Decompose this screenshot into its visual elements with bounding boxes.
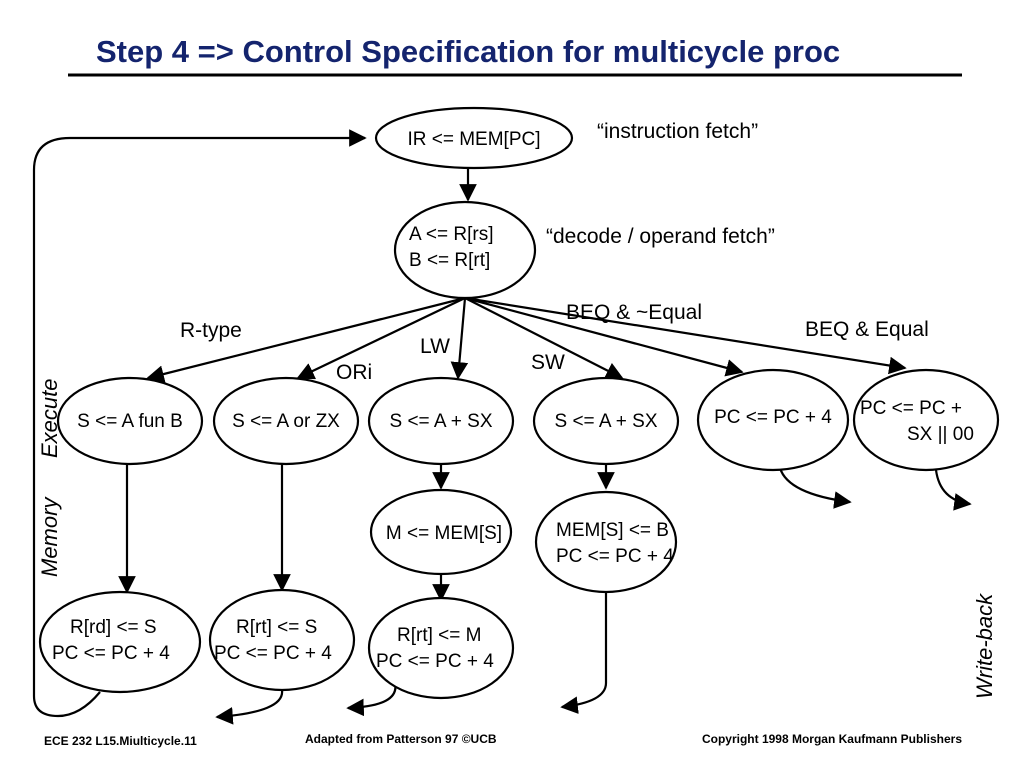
- state-decode: A <= R[rs] B <= R[rt]: [393, 200, 537, 300]
- state-lw-execute: S <= A + SX: [367, 376, 515, 466]
- state-text: R[rt] <= S: [236, 617, 317, 638]
- edges: [32, 129, 972, 725]
- branch-label-lw: LW: [420, 335, 450, 358]
- edge-decode-beq-ne: [464, 296, 744, 377]
- edge-sw-return: [560, 590, 608, 714]
- state-ori-writeback: R[rt] <= S PC <= PC + 4: [208, 588, 356, 692]
- phase-label-memory: Memory: [37, 496, 62, 577]
- branch-label-ori: ORi: [336, 361, 372, 384]
- state-text: MEM[S] <= B: [556, 520, 669, 541]
- phase-label-execute: Execute: [37, 379, 62, 459]
- state-sw-execute: S <= A + SX: [532, 376, 680, 466]
- state-ori-execute: S <= A or ZX: [212, 376, 360, 466]
- footer-course: ECE 232 L15.Miulticycle.11: [44, 734, 197, 748]
- state-text: M <= MEM[S]: [386, 523, 502, 544]
- state-text: B <= R[rt]: [409, 250, 490, 271]
- state-beq-equal: PC <= PC + SX || 00: [852, 368, 1000, 472]
- footer-credit: Adapted from Patterson 97 ©UCB: [305, 732, 497, 746]
- edge-decode-ori: [296, 297, 466, 380]
- edge-lw-return: [346, 682, 397, 717]
- states: IR <= MEM[PC] A <= R[rs] B <= R[rt] S <=…: [38, 106, 1000, 700]
- state-text: R[rt] <= M: [397, 625, 481, 646]
- state-text: R[rd] <= S: [70, 617, 157, 638]
- state-text: IR <= MEM[PC]: [407, 129, 540, 150]
- state-text: PC <= PC + 4: [714, 407, 832, 428]
- edge-decode-rtype: [146, 296, 466, 383]
- state-text: PC <= PC + 4: [556, 546, 674, 567]
- branch-label-rtype: R-type: [180, 319, 242, 342]
- state-text: A <= R[rs]: [409, 224, 493, 245]
- state-lw-memory: M <= MEM[S]: [369, 488, 513, 576]
- state-instruction-fetch: IR <= MEM[PC]: [374, 106, 574, 170]
- state-lw-writeback: R[rt] <= M PC <= PC + 4: [367, 596, 515, 700]
- phase-label-writeback: Write-back: [972, 593, 997, 699]
- state-beq-not-equal: PC <= PC + 4: [696, 368, 850, 472]
- state-sw-memory: MEM[S] <= B PC <= PC + 4: [534, 490, 678, 594]
- state-text: PC <= PC +: [860, 398, 962, 419]
- edge-ori-return: [215, 689, 284, 725]
- edge-decode-lw: [450, 297, 469, 380]
- state-text: S <= A + SX: [555, 411, 658, 432]
- state-text: S <= A fun B: [77, 411, 183, 432]
- edge-decode-sw: [464, 297, 624, 379]
- footer-copyright: Copyright 1998 Morgan Kaufmann Publisher…: [702, 732, 962, 746]
- branch-label-sw: SW: [531, 351, 565, 374]
- state-text: PC <= PC + 4: [52, 643, 170, 664]
- state-rtype-writeback: R[rd] <= S PC <= PC + 4: [38, 590, 202, 694]
- edge-decode-beq-eq: [464, 296, 907, 375]
- branch-label-beq-not-equal: BEQ & ~Equal: [566, 301, 702, 324]
- state-text: SX || 00: [907, 424, 974, 445]
- edge-beq-eq-return: [934, 469, 972, 511]
- annotation-decode: “decode / operand fetch”: [546, 225, 775, 248]
- edge-beq-ne-return: [778, 467, 852, 509]
- state-rtype-execute: S <= A fun B: [56, 376, 204, 466]
- edge-loop-to-fetch: [32, 129, 367, 718]
- page-title: Step 4 => Control Specification for mult…: [96, 34, 840, 69]
- state-text: PC <= PC + 4: [376, 651, 494, 672]
- branch-label-beq-equal: BEQ & Equal: [805, 318, 929, 341]
- state-text: S <= A + SX: [390, 411, 493, 432]
- state-text: PC <= PC + 4: [214, 643, 332, 664]
- state-text: S <= A or ZX: [232, 411, 340, 432]
- annotation-instruction-fetch: “instruction fetch”: [597, 120, 758, 143]
